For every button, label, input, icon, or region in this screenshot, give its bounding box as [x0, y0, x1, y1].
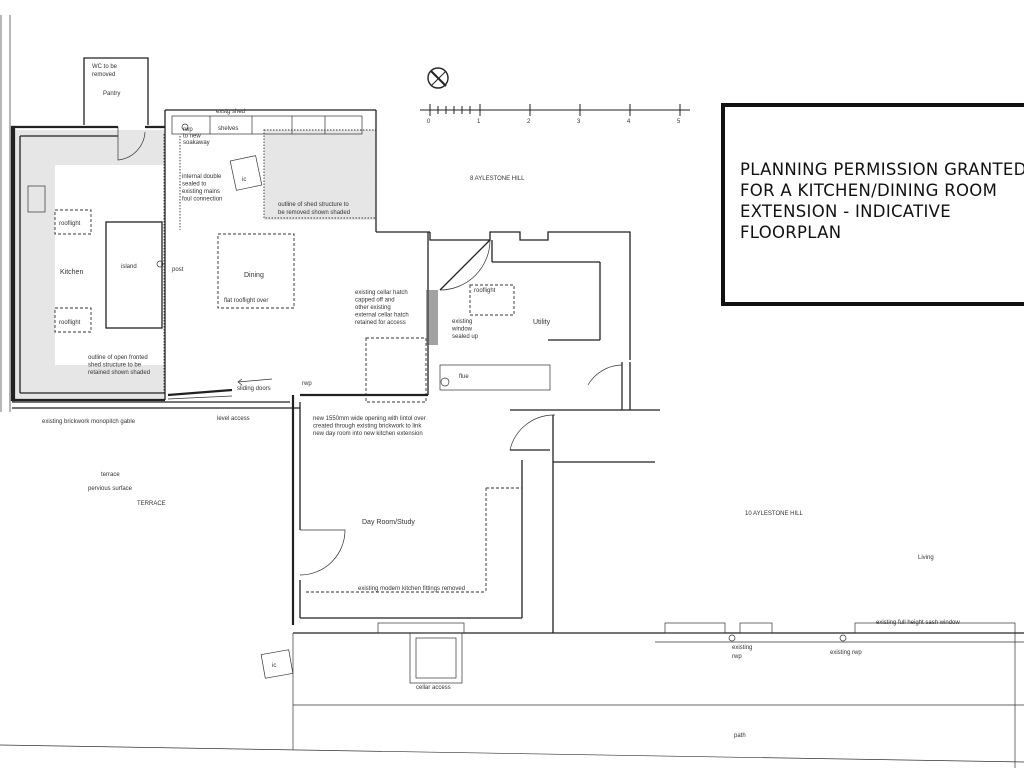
scale-tick-label: 0: [427, 119, 431, 125]
sash-window-label: existing full height sash window: [876, 620, 960, 626]
kitchen-label: Kitchen: [60, 269, 83, 276]
scale-tick-label: 1: [477, 119, 481, 125]
wc-pantry: [83, 57, 149, 161]
gable-label: existing brickwork monopitch gable: [42, 419, 136, 425]
shaded-areas: [14, 130, 376, 400]
cellar-hatch: [365, 290, 438, 403]
rooflight-label: rooflight: [59, 221, 81, 227]
sliding-doors-label: sliding doors: [237, 386, 271, 392]
aylestone8-label: 8 AYLESTONE HILL: [470, 176, 525, 182]
fittings-label: existing modern kitchen fittings removed: [358, 586, 465, 592]
ic-bottom-label: ic: [272, 663, 276, 669]
terrace-label: terrace: [101, 472, 120, 478]
existing-rwp-label: existing rwp: [830, 650, 862, 656]
ic-top-label: ic: [242, 177, 246, 183]
scale-tick-label: 2: [527, 119, 531, 125]
terrace-surface-label: pervious surface: [88, 486, 133, 492]
level-access-label: level access: [217, 416, 250, 422]
path-label: path: [734, 733, 746, 739]
rwp-left-label: rwp: [302, 381, 312, 387]
aylestone10-label: 10 AYLESTONE HILL: [745, 511, 803, 517]
utility-walls: [429, 231, 660, 463]
drawing-title: PLANNING PERMISSION GRANTED FOR A KITCHE…: [740, 160, 1024, 242]
scale-tick-label: 5: [677, 119, 681, 125]
day-room-walls: [291, 393, 554, 634]
utility-label: Utility: [533, 319, 551, 326]
kitchen-fittings: [27, 155, 295, 333]
sliding-doors: [167, 378, 273, 400]
scale-tick-label: 3: [577, 119, 581, 125]
title-box: PLANNING PERMISSION GRANTED FOR A KITCHE…: [721, 103, 1024, 306]
day-room-label: Day Room/Study: [362, 519, 415, 526]
rooflight-label: rooflight: [474, 288, 496, 294]
opening-note: new 1550mm wide opening with lintol over…: [313, 416, 426, 437]
rooflight-label: rooflight: [59, 320, 81, 326]
front-elevation: [0, 622, 1024, 768]
living-label: Living: [918, 555, 934, 561]
dining-label: Dining: [244, 272, 264, 279]
island-label: island: [121, 264, 137, 270]
scale-tick-label: 4: [627, 119, 631, 125]
post-label: post: [172, 267, 184, 273]
extg-shed-label: exstg shed: [216, 109, 245, 115]
scale-bar: 0 1 2 3 4 5: [420, 104, 690, 125]
north-arrow-icon: [427, 67, 449, 89]
kitchen-walls: [10, 109, 430, 409]
shed-outlines: [163, 129, 377, 395]
site-boundary: [0, 15, 11, 412]
dining-rooflight-label: flat rooflight over: [224, 298, 268, 304]
cellar-access-label: cellar access: [416, 685, 451, 691]
terrace-caps-label: TERRACE: [137, 501, 166, 507]
flue-label: flue: [459, 374, 469, 380]
pantry-label: Pantry: [103, 91, 120, 97]
shelves-label: shelves: [218, 126, 238, 132]
shelves: [171, 115, 363, 135]
